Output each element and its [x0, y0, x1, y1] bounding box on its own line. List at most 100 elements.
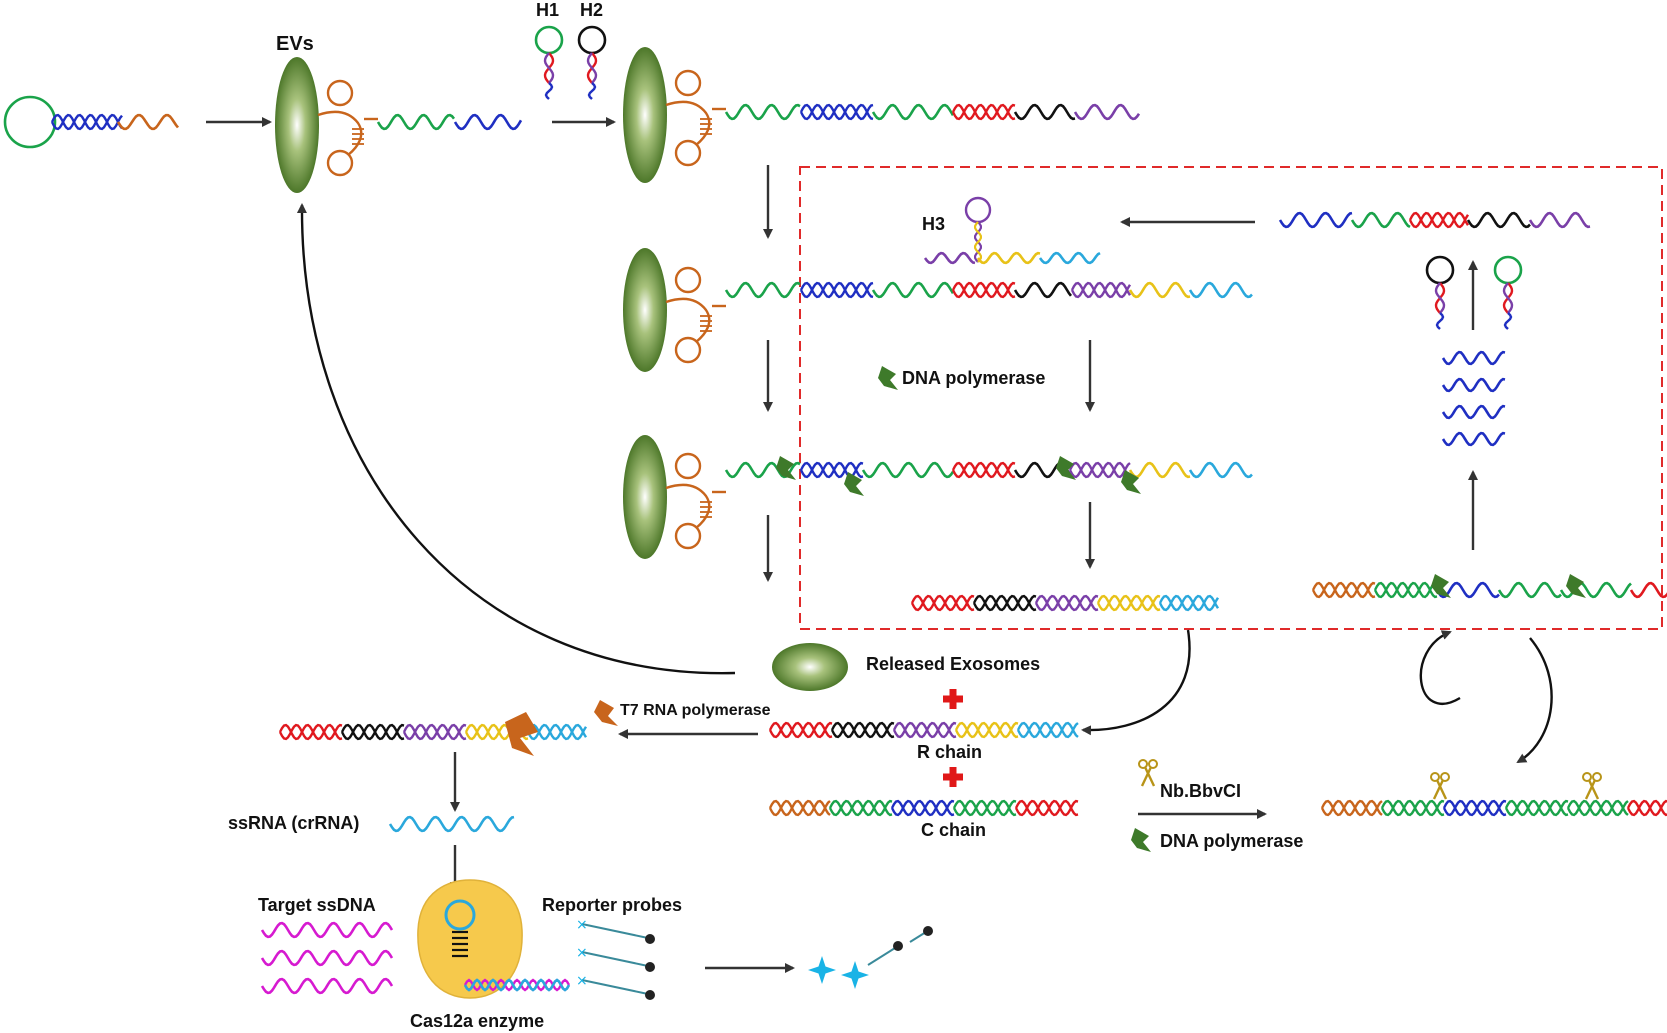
- box-r-product-seg4-strand-b: [1158, 594, 1220, 612]
- ev2-aptamer-loop-1: [674, 69, 702, 97]
- input-brown-tail: [116, 113, 180, 131]
- ssrna-label: ssRNA (crRNA): [228, 813, 359, 833]
- box-r-product-seg0-strand-b: [910, 594, 975, 612]
- released-exosomes-label: Released Exosomes: [866, 654, 1040, 674]
- ev2-product-seg1-strand-a: [799, 103, 874, 121]
- recycled-h2-hairpin-icon-stem-b: [1434, 282, 1446, 314]
- target-ssdna-label: Target ssDNA: [258, 895, 376, 915]
- box-right-product-seg1-strand-b: [1373, 581, 1438, 599]
- evs-label: EVs: [276, 33, 314, 55]
- cleaved-probe-line-1: [867, 947, 896, 966]
- ev2-aptamer-strand: [665, 100, 711, 146]
- input-blue-strand-b: [50, 113, 123, 131]
- cas12a-crrna-strand: [463, 978, 571, 992]
- ev3-aptamer-loop-2: [674, 336, 702, 364]
- red-cross-icon-1-v: [949, 689, 957, 709]
- ev4-product-seg6: [1128, 461, 1191, 479]
- scissors-blade-a: [1143, 766, 1156, 787]
- text-labels: EVs H1 H2 H3 DNA polymerase Released Exo…: [228, 0, 1303, 1031]
- ev2-product-seg5: [1073, 103, 1141, 121]
- c-chain-seg3-strand-b: [952, 799, 1017, 817]
- ev-vesicle-icon-released: [772, 643, 848, 691]
- red-cross-icon-2-v: [949, 767, 957, 787]
- scissors-icon-nick-b: [1582, 772, 1602, 800]
- reporter-probe-fluor-1: ×: [576, 917, 588, 933]
- released-blue-strand-1: [1441, 350, 1506, 366]
- box-top-strand-seg2-strand-b: [1408, 211, 1470, 229]
- arrow-recycle-exosome: [296, 203, 736, 675]
- h2-hairpin-icon-tail: [587, 82, 597, 100]
- scissors-handle-b: [1148, 759, 1158, 769]
- t7-template-seg4-strand-b: [526, 723, 588, 741]
- ev3-product-seg1-strand-b: [799, 281, 874, 299]
- ev3-product-seg3-strand-b: [951, 281, 1016, 299]
- scissors-blade-a: [1435, 779, 1448, 800]
- dna-polymerase-icon-ev4d: [1121, 470, 1141, 494]
- scissors-icon-nick-a: [1430, 772, 1450, 800]
- recycled-h2-hairpin-icon-loop: [1425, 255, 1455, 285]
- box-r-product-seg2-strand-b: [1034, 594, 1099, 612]
- t7-template-seg2-strand-b: [402, 723, 467, 741]
- h3-cyan-arm: [1038, 251, 1101, 265]
- arrow-box-to-r-chain: [1081, 629, 1191, 736]
- ev1-aptamer-loop-2: [326, 149, 354, 177]
- ev4-product-seg2: [861, 461, 955, 479]
- recycled-h1-hairpin-icon-stem-b: [1502, 282, 1514, 314]
- box-right-product-seg5: [1629, 581, 1667, 599]
- dna-polymerase-icon-ev4c: [1056, 456, 1076, 480]
- dna-polymerase-icon-right-a: [1431, 574, 1451, 598]
- reporter-probe-line-1: [581, 923, 649, 939]
- cas12a-target-duplex-strand-b: [463, 978, 571, 992]
- reporter-probe-fluor-2: ×: [576, 945, 588, 961]
- scissors-handle-a: [1430, 772, 1440, 782]
- ev4-aptamer-loop-1: [674, 452, 702, 480]
- nicked-product-seg3-strand-b: [1504, 799, 1569, 817]
- ev4-product-seg7: [1188, 461, 1253, 479]
- ev2-aptamer-loop-2: [674, 139, 702, 167]
- ev-vesicle-icon-3: [623, 248, 667, 372]
- ev4-aptamer-loop-2: [674, 522, 702, 550]
- reporter-probes-label: Reporter probes: [542, 895, 682, 915]
- reporter-probe-quencher-1: [645, 934, 655, 944]
- box-top-strand-seg0: [1278, 211, 1353, 229]
- dna-polymerase-icon-box: [878, 366, 898, 390]
- cas12a-crrna-loop: [444, 899, 476, 931]
- scissors-blade-a: [1587, 779, 1600, 800]
- nicked-product-seg5-strand-b: [1626, 799, 1667, 817]
- ev2-product-seg1-strand-b: [799, 103, 874, 121]
- sparkle-icon-2: [841, 961, 869, 989]
- nb-bbvci-label: Nb.BbvCI: [1160, 781, 1241, 801]
- dna-polymerase-icon-ev4b: [844, 472, 864, 496]
- h3-left-arm: [923, 251, 976, 265]
- reporter-probe-line-2: [581, 951, 649, 967]
- ev4-product-seg1-strand-b: [799, 461, 864, 479]
- t7-rna-polymerase-label: T7 RNA polymerase: [620, 702, 771, 719]
- cleaved-probe-line-2: [909, 931, 927, 943]
- reporter-probe-quencher-3: [645, 990, 655, 1000]
- ev3-product-seg7: [1188, 281, 1253, 299]
- dna-polymerase-icon-ev4a: [776, 456, 796, 480]
- c-chain-seg0-strand-b: [768, 799, 831, 817]
- scissors-handle-b: [1592, 772, 1602, 782]
- released-blue-strand-4: [1441, 431, 1506, 447]
- nicked-product-seg0-strand-b: [1320, 799, 1383, 817]
- c-chain-seg2-strand-b: [890, 799, 955, 817]
- scissors-handle-a: [1582, 772, 1592, 782]
- t7-template-seg1-strand-b: [340, 723, 405, 741]
- reporter-probe-quencher-2: [645, 962, 655, 972]
- ev4-product-seg3-strand-b: [951, 461, 1016, 479]
- recycled-h1-hairpin-icon-tail: [1503, 312, 1513, 330]
- nicked-product-seg5-strand-a: [1626, 799, 1667, 817]
- reporter-probe-line-3: [581, 979, 649, 995]
- cycle-arrow-right: [1516, 637, 1553, 764]
- ev2-product-seg2: [871, 103, 955, 121]
- dna-polymerase-bottom-label: DNA polymerase: [1160, 831, 1303, 851]
- t7-template-seg0-strand-b: [278, 723, 343, 741]
- ev-vesicle-icon-2: [623, 47, 667, 183]
- cas12a-icon: [417, 879, 523, 999]
- reporter-probe-fluor-3: ×: [576, 973, 588, 989]
- h1-hairpin-icon-loop: [534, 25, 564, 55]
- recycled-h2-hairpin-icon-tail: [1435, 312, 1445, 330]
